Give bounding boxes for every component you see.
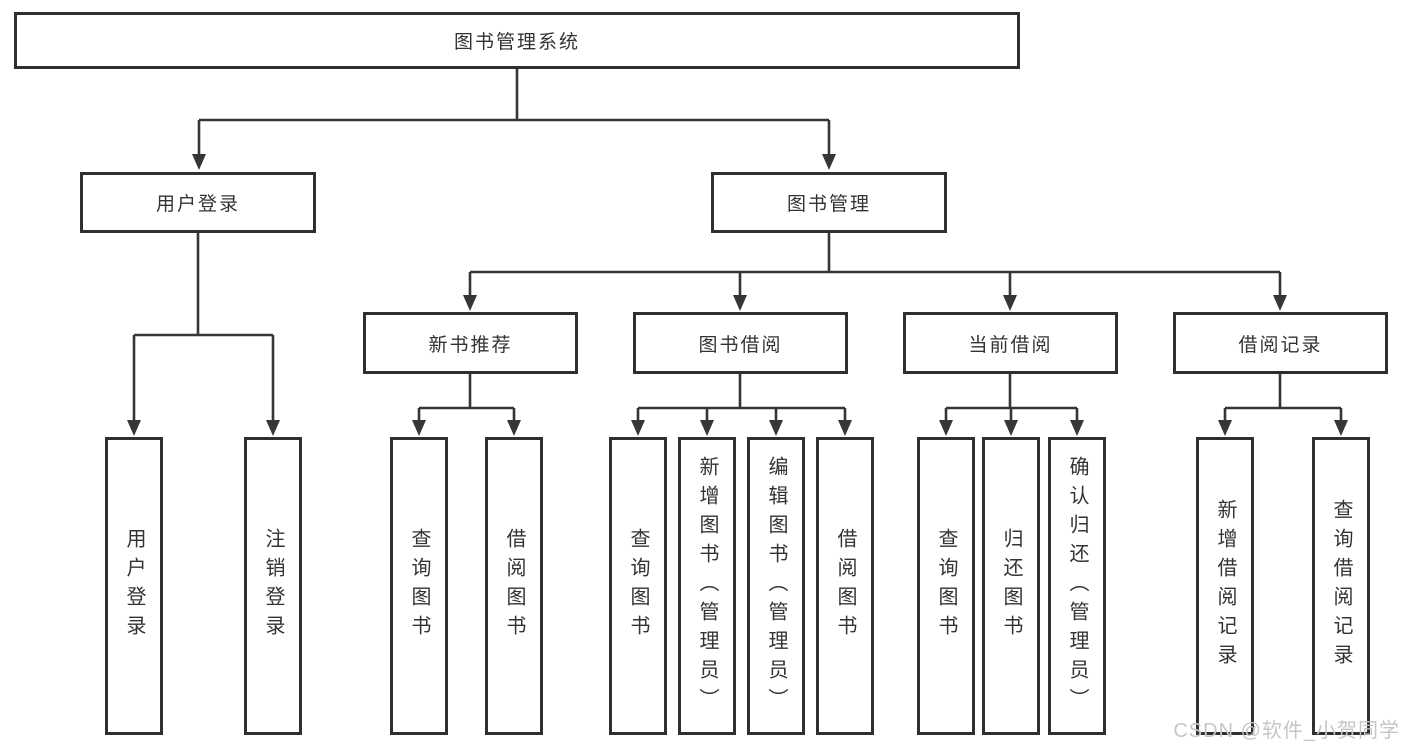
leaf-query-book-2: 查询图书 [609, 437, 667, 735]
leaf-add-borrow-record: 新增借阅记录 [1196, 437, 1254, 735]
arrowhead [733, 295, 747, 311]
leaf-confirm-return-admin: 确认归还（管理员） [1048, 437, 1106, 735]
arrowhead [507, 420, 521, 436]
leaf-return-book: 归还图书 [982, 437, 1040, 735]
connector-current-to-leaves [939, 374, 1084, 436]
node-book-management: 图书管理 [711, 172, 947, 233]
arrowhead [463, 295, 477, 311]
arrowhead [769, 420, 783, 436]
leaf-edit-book-admin: 编辑图书（管理员） [747, 437, 805, 735]
arrowhead [412, 420, 426, 436]
arrowhead [631, 420, 645, 436]
leaf-logout: 注销登录 [244, 437, 302, 735]
arrowhead [822, 154, 836, 170]
arrowhead [1273, 295, 1287, 311]
arrowhead [838, 420, 852, 436]
connector-login-to-leaves [127, 233, 280, 436]
node-root-system: 图书管理系统 [14, 12, 1020, 69]
csdn-watermark: CSDN @软件_小贺同学 [1173, 720, 1400, 742]
leaf-borrow-book-2: 借阅图书 [816, 437, 874, 735]
leaf-user-login: 用户登录 [105, 437, 163, 735]
arrowhead [1003, 295, 1017, 311]
connector-borrow-to-leaves [631, 374, 852, 436]
arrowhead [1334, 420, 1348, 436]
leaf-borrow-book-1: 借阅图书 [485, 437, 543, 735]
arrowhead [700, 420, 714, 436]
arrowhead [192, 154, 206, 170]
connector-newbook-to-leaves [412, 374, 521, 436]
arrowhead [939, 420, 953, 436]
node-new-book-recommend: 新书推荐 [363, 312, 578, 374]
connector-record-to-leaves [1218, 374, 1348, 436]
arrowhead [127, 420, 141, 436]
node-borrow-record: 借阅记录 [1173, 312, 1388, 374]
node-current-borrow: 当前借阅 [903, 312, 1118, 374]
leaf-query-borrow-record: 查询借阅记录 [1312, 437, 1370, 735]
connector-management-to-level3 [463, 233, 1287, 311]
arrowhead [1004, 420, 1018, 436]
leaf-add-book-admin: 新增图书（管理员） [678, 437, 736, 735]
arrowhead [266, 420, 280, 436]
arrowhead [1218, 420, 1232, 436]
leaf-query-book-1: 查询图书 [390, 437, 448, 735]
leaf-query-book-3: 查询图书 [917, 437, 975, 735]
node-book-borrow: 图书借阅 [633, 312, 848, 374]
node-user-login: 用户登录 [80, 172, 316, 233]
arrowhead [1070, 420, 1084, 436]
connector-root-to-level2 [192, 69, 836, 170]
